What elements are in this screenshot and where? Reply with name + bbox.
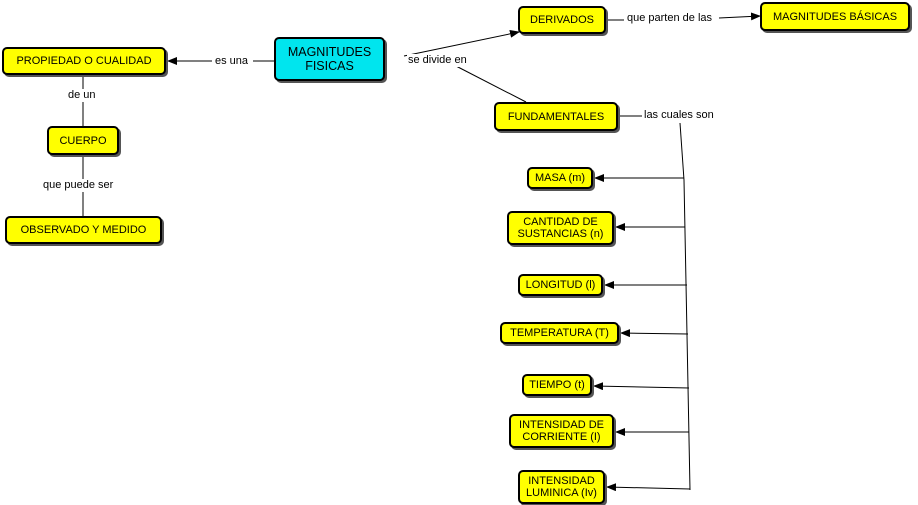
node-magnitudes-basicas[interactable]: MAGNITUDES BÁSICAS: [760, 2, 910, 31]
node-temperatura[interactable]: TEMPERATURA (T): [500, 322, 619, 344]
branch-temperatura: [620, 329, 689, 338]
node-tiempo[interactable]: TIEMPO (t): [522, 374, 592, 396]
node-cantidad-de-sustancias[interactable]: CANTIDAD DE SUSTANCIAS (n): [507, 211, 614, 245]
node-derivados[interactable]: DERIVADOS: [518, 6, 606, 34]
link-label-las-cuales-son[interactable]: las cuales son: [643, 109, 715, 122]
node-propiedad-o-cualidad[interactable]: PROPIEDAD O CUALIDAD: [2, 47, 166, 75]
node-longitud[interactable]: LONGITUD (l): [518, 274, 603, 296]
node-intensidad-luminica[interactable]: INTENSIDAD LUMINICA (Iv): [518, 470, 605, 504]
link-se-divide-en-line-derivados: [403, 29, 520, 57]
link-label-se-divide-en[interactable]: se divide en: [407, 54, 468, 67]
link-se-divide-en-line-fundamentales: [455, 65, 527, 103]
link-label-que-puede-ser[interactable]: que puede ser: [42, 179, 115, 192]
node-observado-y-medido[interactable]: OBSERVADO Y MEDIDO: [5, 216, 162, 244]
branch-intensidad-luminica: [606, 483, 691, 492]
node-masa[interactable]: MASA (m): [527, 167, 593, 189]
link-label-de-un[interactable]: de un: [67, 89, 97, 102]
link-label-es-una[interactable]: es una: [214, 55, 250, 68]
link-las-cuales-trunk: [679, 122, 691, 491]
node-magnitudes-fisicas[interactable]: MAGNITUDES FISICAS: [274, 37, 385, 81]
node-fundamentales[interactable]: FUNDAMENTALES: [494, 102, 618, 131]
branch-tiempo: [593, 382, 690, 391]
link-que-parten-line-out: [718, 12, 761, 21]
link-label-que-parten-de-las[interactable]: que parten de las: [626, 12, 714, 25]
node-intensidad-de-corriente[interactable]: INTENSIDAD DE CORRIENTE (I): [509, 414, 614, 448]
node-cuerpo[interactable]: CUERPO: [47, 126, 119, 155]
